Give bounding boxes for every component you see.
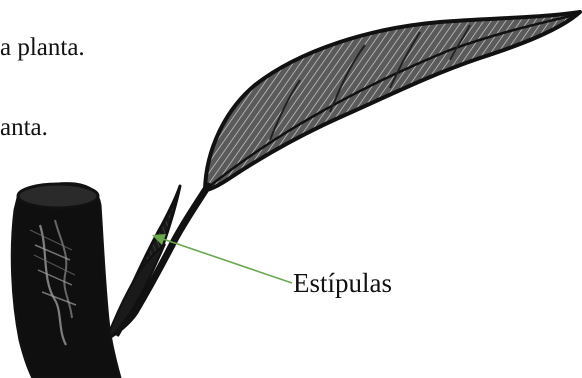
main-stem xyxy=(12,184,120,378)
stipules-label: Estípulas xyxy=(293,270,392,297)
stipules xyxy=(108,186,180,340)
leaf-blade xyxy=(205,12,580,190)
